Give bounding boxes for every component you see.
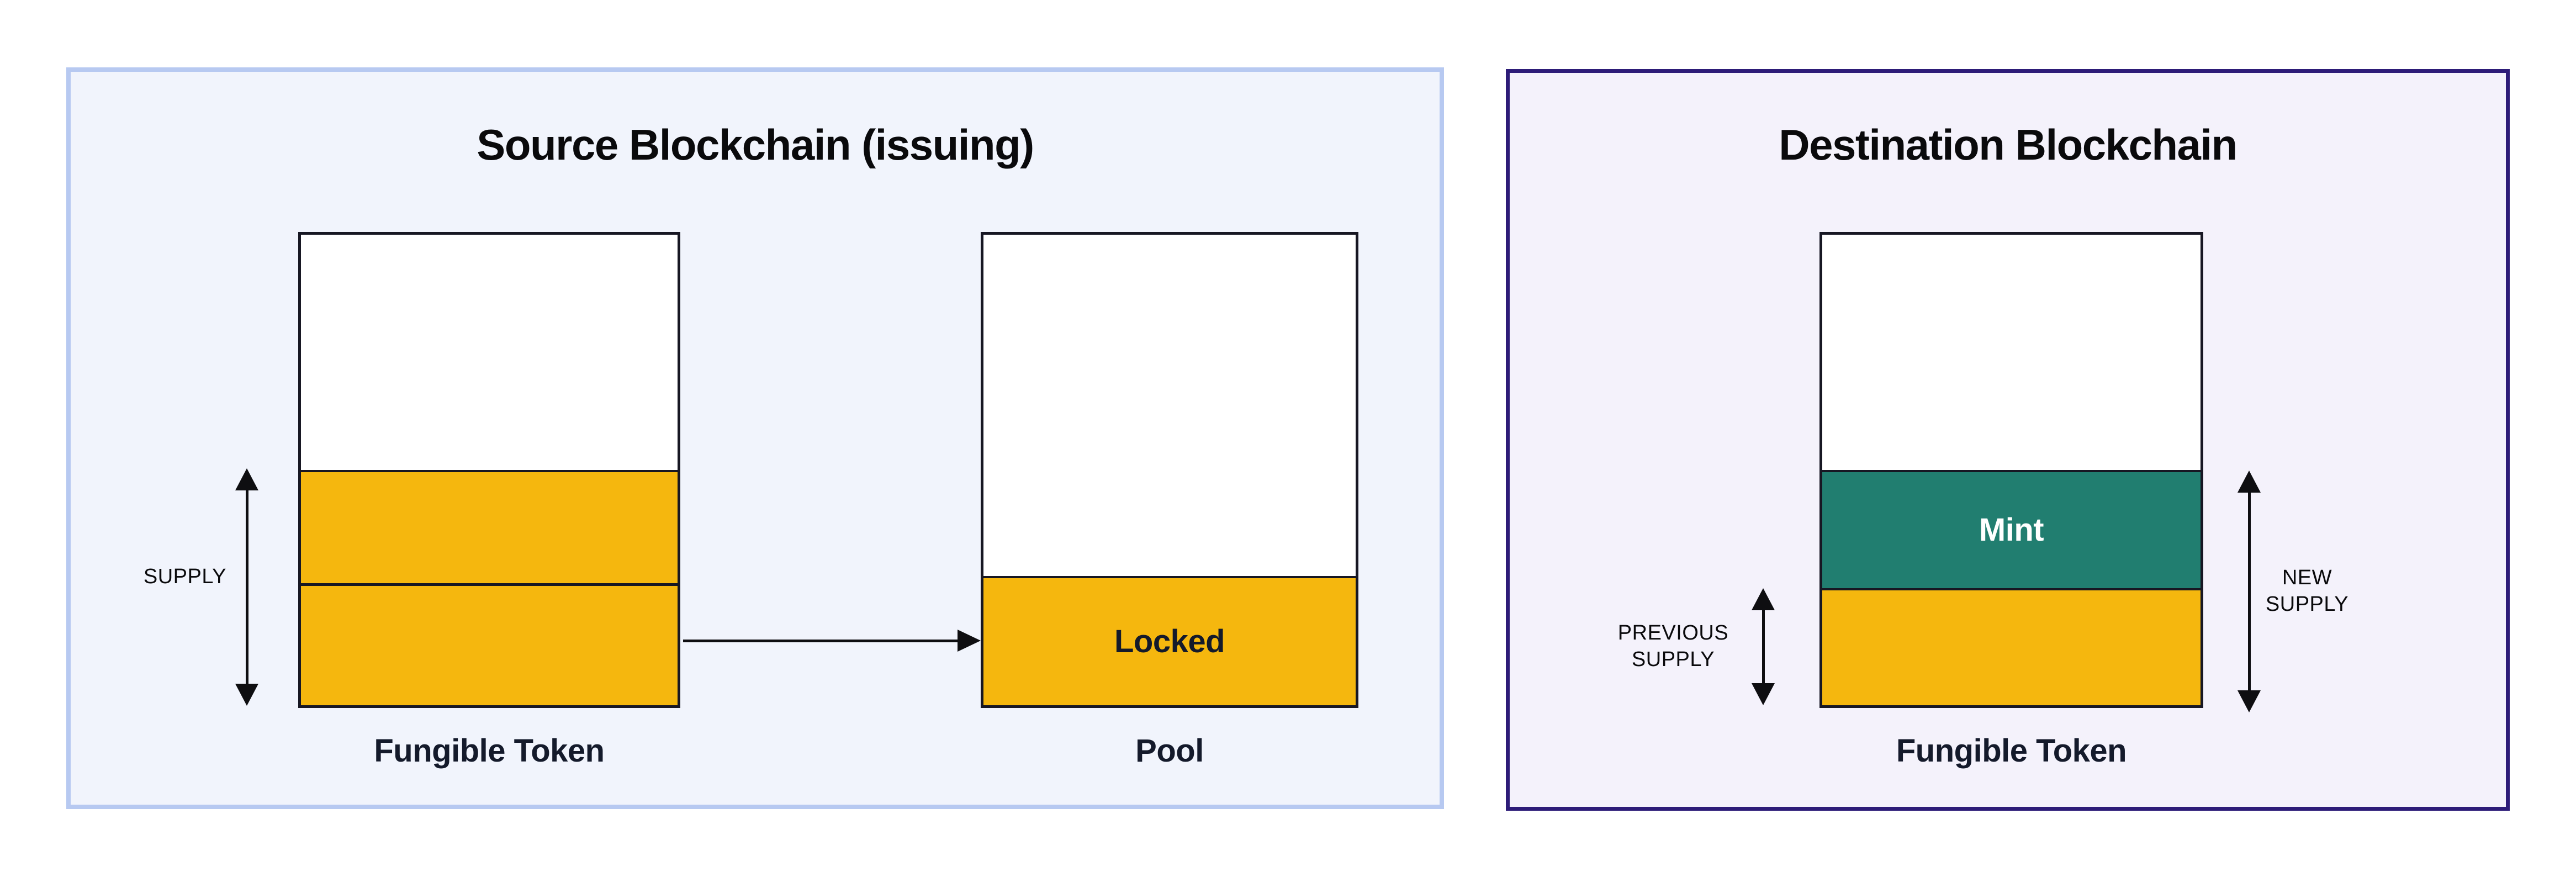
source-blockchain-panel: Source Blockchain (issuing) SUPPLY Locke… xyxy=(66,67,1444,809)
supply-label: SUPPLY xyxy=(143,565,226,588)
arrow-head-right-icon xyxy=(958,630,981,652)
arrow-head-down-icon xyxy=(1752,683,1775,705)
source-fungible-token-box xyxy=(298,232,680,708)
transfer-arrow-icon xyxy=(683,628,981,653)
supply-double-arrow-icon xyxy=(235,468,259,706)
source-panel-title: Source Blockchain (issuing) xyxy=(477,120,1034,169)
mint-segment-top-line xyxy=(1822,470,2201,472)
arrow-shaft xyxy=(1762,605,1765,689)
arrow-shaft xyxy=(683,640,962,642)
previous-supply-double-arrow-icon xyxy=(1751,588,1775,705)
mint-segment: Mint xyxy=(1822,472,2201,588)
destination-token-caption: Fungible Token xyxy=(1896,733,2127,769)
locked-label: Locked xyxy=(1114,624,1225,659)
previous-supply-label: PREVIOUS SUPPLY xyxy=(1617,621,1729,671)
new-supply-label: NEW SUPPLY xyxy=(2265,566,2349,616)
destination-panel-title: Destination Blockchain xyxy=(1779,120,2238,169)
pool-box: Locked xyxy=(981,232,1358,708)
pool-caption: Pool xyxy=(1135,733,1204,769)
arrow-head-down-icon xyxy=(235,684,258,706)
mint-label: Mint xyxy=(1979,512,2044,548)
arrow-head-down-icon xyxy=(2238,690,2261,712)
arrow-shaft xyxy=(246,485,248,689)
mint-segment-bottom-line xyxy=(1822,588,2201,590)
supply-segment-top-line xyxy=(301,470,678,472)
new-supply-double-arrow-icon xyxy=(2237,471,2261,712)
arrow-shaft xyxy=(2248,487,2251,696)
locked-segment-top-line xyxy=(983,576,1356,578)
source-supply-segment xyxy=(301,472,678,705)
source-token-caption: Fungible Token xyxy=(374,733,605,769)
previous-supply-segment xyxy=(1822,588,2201,705)
locked-segment: Locked xyxy=(983,578,1356,705)
destination-blockchain-panel: Destination Blockchain Mint PREVIOUS SUP… xyxy=(1506,69,2510,811)
supply-segment-middle-line xyxy=(301,583,678,586)
destination-fungible-token-box: Mint xyxy=(1819,232,2203,708)
